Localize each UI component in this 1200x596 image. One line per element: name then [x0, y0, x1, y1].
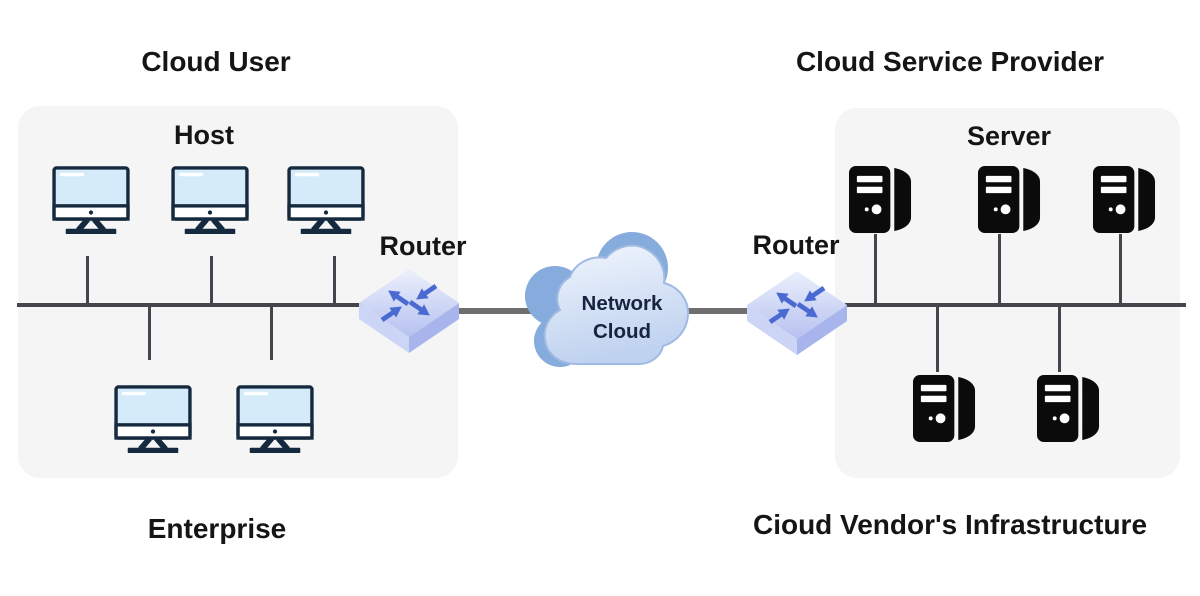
desktop-monitor-icon — [114, 385, 192, 455]
drop-line-host-3 — [333, 256, 336, 303]
router-icon — [357, 266, 461, 354]
network-cloud-icon: Network Cloud — [525, 230, 695, 370]
server-tower-icon — [912, 374, 977, 443]
host-group-label: Host — [174, 120, 234, 150]
server-tower-icon — [1092, 165, 1157, 234]
drop-line-server-5 — [1058, 307, 1061, 372]
enterprise-caption: Enterprise — [147, 513, 287, 544]
network-cloud-label: Network Cloud — [547, 290, 697, 346]
desktop-monitor-icon — [236, 385, 314, 455]
network-cloud-label-line2: Cloud — [592, 320, 652, 343]
server-tower-icon — [977, 165, 1042, 234]
drop-line-server-2 — [998, 234, 1001, 303]
wan-link-right — [668, 308, 748, 314]
server-group-label: Server — [966, 121, 1052, 151]
bus-line-left — [17, 303, 363, 307]
drop-line-server-4 — [936, 307, 939, 372]
cloud-service-provider-title: Cloud Service Provider — [795, 46, 1105, 77]
desktop-monitor-icon — [287, 166, 365, 236]
desktop-monitor-icon — [171, 166, 249, 236]
drop-line-server-3 — [1119, 234, 1122, 303]
router-right-label: Router — [752, 230, 840, 260]
bus-line-right — [845, 303, 1186, 307]
wan-link-left — [456, 308, 556, 314]
server-tower-icon — [1036, 374, 1101, 443]
desktop-monitor-icon — [52, 166, 130, 236]
cloud-user-title: Cloud User — [141, 46, 291, 77]
server-tower-icon — [848, 165, 913, 234]
drop-line-host-4 — [148, 307, 151, 360]
drop-line-host-5 — [270, 307, 273, 360]
drop-line-host-1 — [86, 256, 89, 303]
vendor-infrastructure-caption: Cioud Vendor's Infrastructure — [752, 509, 1148, 540]
router-left-label: Router — [379, 231, 467, 261]
network-cloud-label-line1: Network — [581, 292, 663, 315]
drop-line-host-2 — [210, 256, 213, 303]
cloud-provider-panel — [835, 108, 1180, 478]
drop-line-server-1 — [874, 234, 877, 303]
router-icon — [745, 268, 849, 356]
